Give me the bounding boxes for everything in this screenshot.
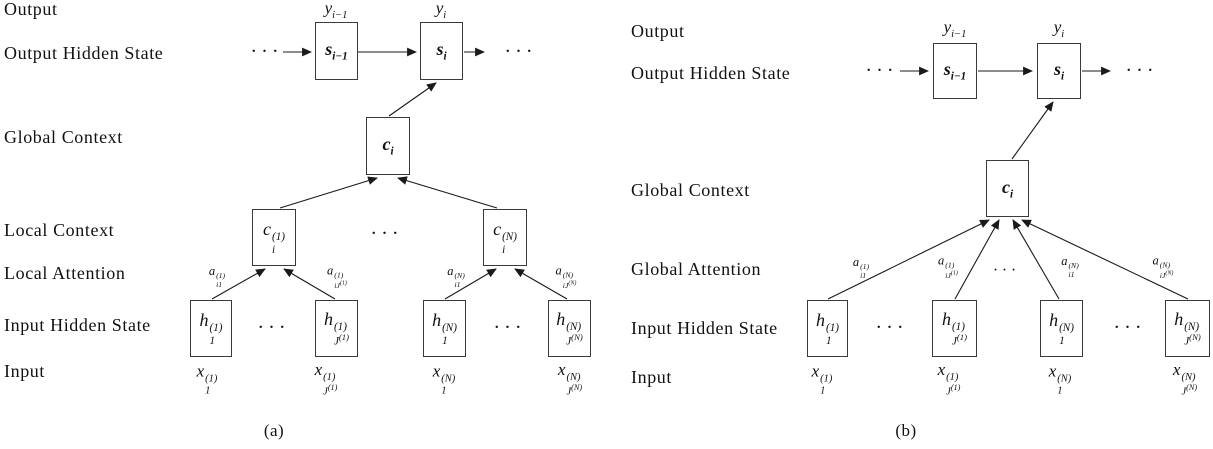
node-c-local-1-box: c(1)i — [252, 209, 296, 266]
row-label-local-context: Local Context — [4, 220, 115, 240]
ellipsis: · · · — [505, 43, 533, 60]
node-c-global-box: ci — [366, 117, 410, 175]
node-h-JN-N-box: h(N)J(N) — [1165, 300, 1210, 357]
node-h-JN-N-box: h(N)J(N) — [548, 300, 591, 357]
node-h-J1-1-label: h(1)J(1) — [941, 308, 968, 348]
label-x-1-N: x(N)1 — [1048, 361, 1072, 396]
node-h-1-1-label: h(1)1 — [199, 310, 223, 347]
arrow-hJ11-to-cglobal — [954, 219, 1000, 300]
ellipsis: · · · — [258, 319, 286, 336]
row-label-output: Output — [631, 21, 685, 41]
node-h-JN-N-label: h(N)J(N) — [556, 308, 583, 348]
panel-a-arrows — [211, 47, 568, 300]
label-attn-i1-N: a(N)i1 — [1061, 254, 1079, 280]
arrow-h1N-to-cglobal — [1012, 219, 1060, 300]
row-label-input-hidden-state: Input Hidden State — [4, 315, 151, 335]
row-label-input-hidden-state: Input Hidden State — [631, 318, 778, 338]
arrow-cglobal-to-scur — [1011, 101, 1054, 160]
label-x-JN-N: x(N)J(N) — [557, 360, 583, 398]
ellipsis: · · · — [866, 62, 894, 79]
ellipsis: · · · — [494, 319, 522, 336]
row-label-input: Input — [4, 361, 45, 381]
label-attn-iJ1-1: a(1)iJ(1) — [327, 263, 347, 291]
node-h-1-1-box: h(1)1 — [807, 300, 848, 357]
arrow-h11-to-cglobal — [827, 219, 990, 300]
label-x-JN-N: x(N)J(N) — [1172, 360, 1198, 398]
row-label-output: Output — [4, 0, 58, 19]
ellipsis: · · · — [1126, 62, 1154, 79]
label-y-cur: yi — [1053, 17, 1065, 40]
label-attn-iJ1-1: a(1)iJ(1) — [938, 253, 958, 281]
arrow-hJNN-to-cglobal — [1021, 219, 1189, 300]
node-c-local-1-label: c(1)i — [262, 219, 285, 256]
label-x-J1-1: x(1)J(1) — [937, 360, 961, 398]
node-h-J1-1-label: h(1)J(1) — [323, 308, 350, 348]
arrow-clocalN-to-cglobal — [397, 176, 498, 209]
row-label-local-attention: Local Attention — [4, 263, 126, 283]
arrow-h11-to-clocal1 — [211, 268, 266, 300]
label-attn-iJN-N: a(N)iJ(N) — [1152, 253, 1174, 281]
ellipsis: · · · — [371, 225, 399, 242]
label-x-J1-1: x(1)J(1) — [314, 360, 338, 398]
node-h-J1-1-box: h(1)J(1) — [315, 300, 358, 357]
arrow-h1N-to-clocalN — [444, 268, 497, 300]
ellipsis: · · · — [251, 43, 279, 60]
node-h-1-1-box: h(1)1 — [190, 300, 232, 357]
node-h-1-N-box: h(N)1 — [423, 300, 466, 357]
node-h-1-N-label: h(N)1 — [1049, 310, 1074, 347]
label-x-1-1: x(1)1 — [196, 361, 218, 396]
arrow-clocal1-to-cglobal — [279, 176, 378, 209]
arrow-hJ11-to-clocal1 — [283, 268, 336, 300]
arrow-cglobal-to-scur — [388, 82, 437, 117]
row-label-output-hidden-state: Output Hidden State — [4, 43, 164, 63]
node-s-prev-label: si−1 — [943, 59, 967, 83]
node-h-1-N-box: h(N)1 — [1040, 300, 1083, 357]
label-y-prev: yi−1 — [943, 17, 967, 40]
node-s-prev-box: si−1 — [315, 22, 358, 80]
caption-a: (a) — [263, 421, 285, 440]
label-x-1-N: x(N)1 — [432, 361, 456, 396]
caption-b: (b) — [895, 421, 917, 440]
label-attn-iJN-N: a(N)iJ(N) — [555, 263, 577, 291]
node-s-cur-label: si — [436, 39, 447, 63]
node-h-JN-N-label: h(N)J(N) — [1174, 308, 1201, 348]
ellipsis: · · · — [1114, 319, 1142, 336]
label-x-1-1: x(1)1 — [811, 361, 833, 396]
row-label-output-hidden-state: Output Hidden State — [631, 63, 791, 83]
label-attn-i1-1: a(1)i1 — [208, 264, 226, 290]
ellipsis: · · · — [993, 262, 1017, 277]
row-label-global-context: Global Context — [631, 180, 750, 200]
ellipsis: · · · — [876, 319, 904, 336]
node-c-global-box: ci — [986, 160, 1029, 217]
node-c-global-label: ci — [382, 134, 394, 158]
arrow-hJNN-to-clocalN — [514, 268, 568, 300]
node-s-cur-label: si — [1053, 59, 1065, 83]
row-label-global-attention: Global Attention — [631, 259, 762, 279]
node-h-J1-1-box: h(1)J(1) — [932, 300, 977, 357]
row-label-global-context: Global Context — [4, 127, 123, 147]
label-attn-i1-1: a(1)i1 — [852, 255, 870, 281]
node-h-1-N-label: h(N)1 — [432, 310, 457, 347]
label-attn-i1-N: a(N)i1 — [447, 264, 465, 290]
node-c-global-label: ci — [1001, 176, 1014, 201]
node-c-local-N-box: c(N)i — [483, 209, 527, 266]
node-s-cur-box: si — [1037, 43, 1081, 99]
label-y-cur: yi — [435, 0, 447, 21]
node-h-1-1-label: h(1)1 — [815, 310, 839, 347]
label-y-prev: yi−1 — [324, 0, 348, 21]
panel-b-arrows — [827, 66, 1189, 300]
node-s-cur-box: si — [420, 22, 463, 80]
node-c-local-N-label: c(N)i — [493, 219, 517, 256]
node-s-prev-box: si−1 — [933, 43, 977, 99]
node-s-prev-label: si−1 — [325, 39, 348, 63]
row-label-input: Input — [631, 367, 672, 387]
